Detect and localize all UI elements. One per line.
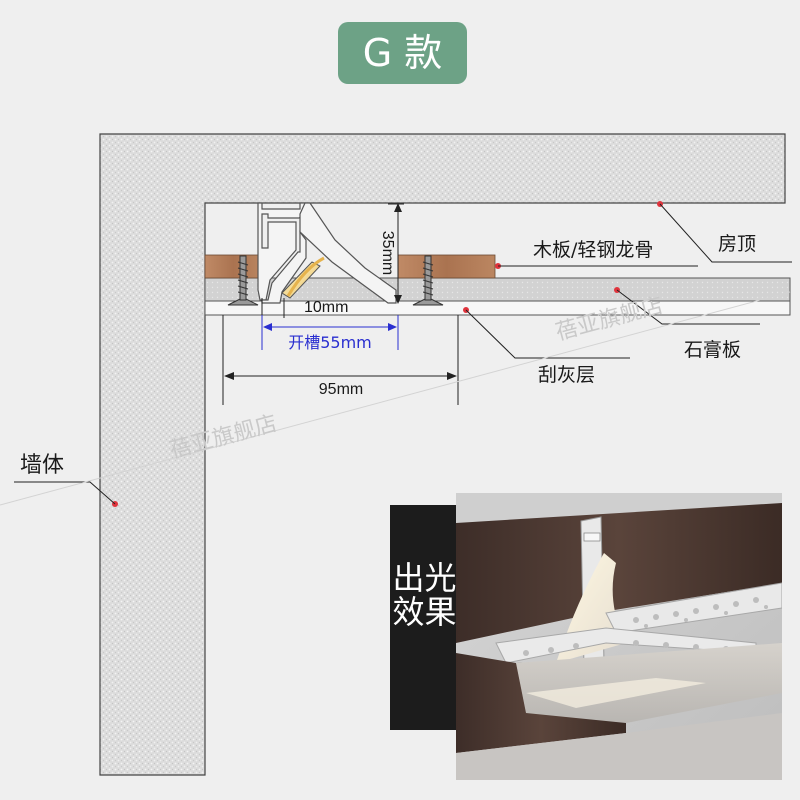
dim-height-label: 35mm <box>379 231 396 275</box>
model-badge: G 款 <box>338 22 467 84</box>
plaster-layer <box>204 300 791 316</box>
light-effect-label: 出光效果 <box>392 559 457 631</box>
label-roof: 房顶 <box>718 233 756 255</box>
screw-right <box>412 255 444 306</box>
led-diffuser <box>286 256 325 297</box>
wood-block-left <box>204 254 263 279</box>
wall-ceiling-slab <box>99 133 786 776</box>
dim-width-label: 95mm <box>319 381 363 398</box>
light-effect-tag: 出光效果 <box>390 505 459 730</box>
aluminium-profile <box>257 202 397 304</box>
label-wood-keel: 木板/轻钢龙骨 <box>533 239 653 261</box>
screw-left <box>227 255 259 306</box>
light-effect-photo <box>456 493 782 780</box>
label-wall: 墙体 <box>20 453 64 478</box>
dim-gap-label: 10mm <box>304 299 348 316</box>
label-gypsum: 石膏板 <box>684 338 741 361</box>
watermark-line <box>0 291 791 506</box>
dim-slot-label: 开槽55mm <box>288 333 372 352</box>
wood-block-right <box>397 254 496 279</box>
label-plaster: 刮灰层 <box>538 364 595 386</box>
